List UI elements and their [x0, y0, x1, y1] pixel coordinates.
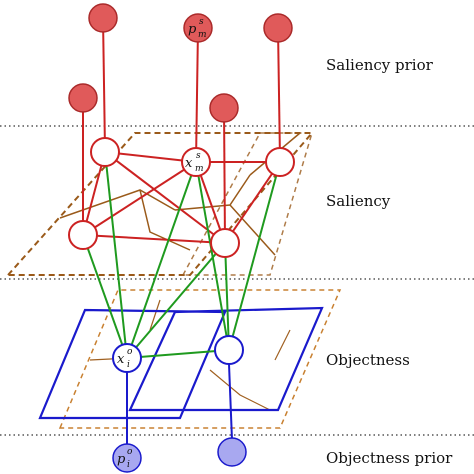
saliency-prior-node-pm [183, 13, 213, 43]
pi-label-main: p [117, 452, 126, 467]
xi-label-sub: i [127, 360, 130, 370]
label-saliency: Saliency [326, 192, 391, 210]
pi-label-sup: o [127, 447, 133, 457]
label-objectness: Objectness [326, 351, 410, 369]
objectness-plane [58, 289, 342, 429]
cross-edges [82, 151, 281, 359]
saliency-node-4 [68, 220, 98, 250]
objectness-prior-node-pi [112, 443, 142, 473]
saliency-prior-node-1 [88, 3, 118, 33]
pm-label-sup: s [199, 17, 204, 27]
saliency-plane [5, 132, 315, 276]
xi-label-main: x [117, 352, 125, 367]
pi-label-sub: i [127, 460, 130, 470]
label-saliency-prior: Saliency prior [326, 56, 433, 74]
saliency-node-3 [265, 147, 295, 177]
objectness-box-right [128, 306, 324, 412]
objectness-plane-segments [89, 299, 291, 411]
saliency-prior-node-5 [209, 93, 239, 123]
objectness-edges [126, 363, 233, 445]
xm-label-main: x [185, 156, 193, 171]
objectness-prior-node-2 [217, 437, 247, 467]
xm-label-sup: s [196, 151, 201, 161]
saliency-prior-node-3 [263, 13, 293, 43]
xm-label-sub: m [195, 164, 204, 174]
saliency-prior-node-4 [68, 83, 98, 113]
label-objectness-prior: Objectness prior [326, 449, 453, 467]
saliency-node-1 [90, 137, 120, 167]
saliency-plane-segments [59, 132, 301, 256]
pm-label-sub: m [198, 30, 207, 40]
saliency-plane-right [181, 132, 314, 276]
saliency-node-5 [210, 228, 240, 258]
objectness-box-left [38, 308, 227, 420]
saliency-node-xm [181, 147, 211, 177]
xi-label-sup: o [127, 347, 133, 357]
objectness-node-xi [112, 343, 142, 373]
pm-label-main: p [188, 22, 197, 37]
saliency-edges [82, 17, 281, 244]
objectness-node-2 [214, 335, 244, 365]
